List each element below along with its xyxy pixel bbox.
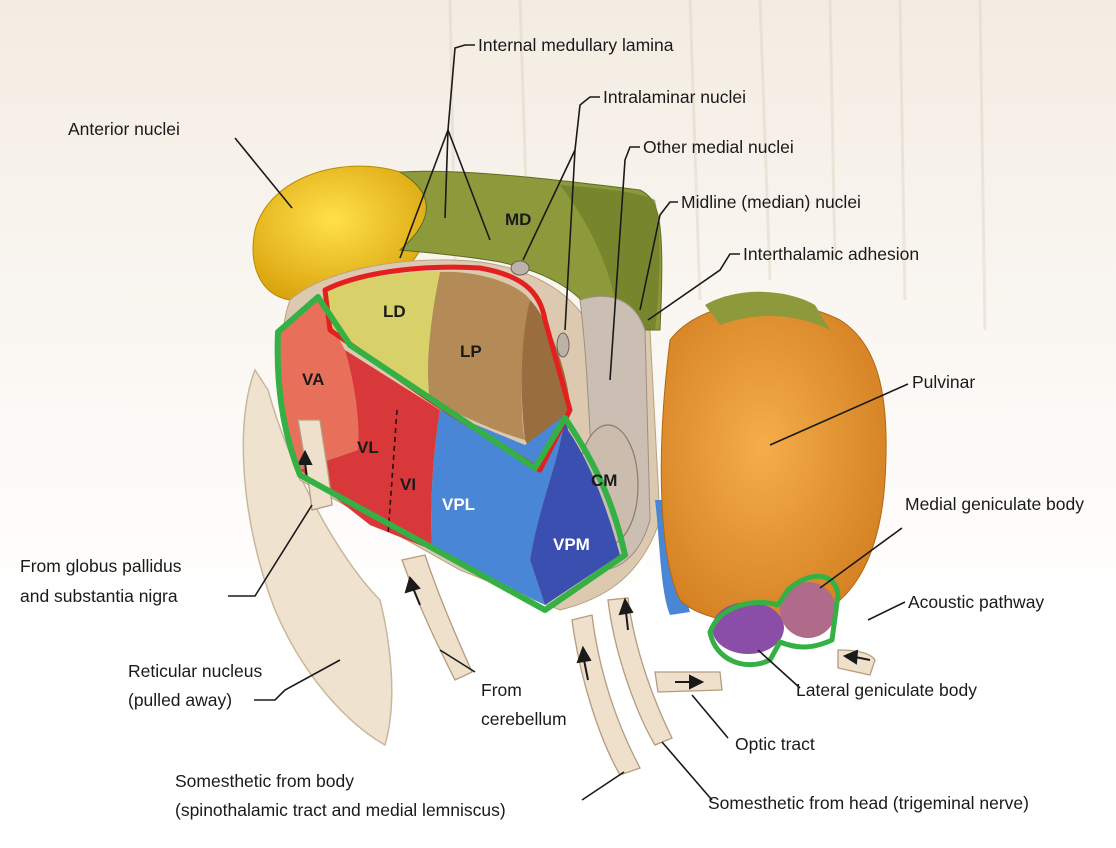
label-somesthetic-head: Somesthetic from head (trigeminal nerve) bbox=[708, 793, 1029, 813]
label-intralaminar-nuclei: Intralaminar nuclei bbox=[603, 87, 746, 107]
label-other-medial-nuclei: Other medial nuclei bbox=[643, 137, 794, 157]
label-somesthetic-body-line1: Somesthetic from body bbox=[175, 771, 354, 791]
label-reticular-line1: Reticular nucleus bbox=[128, 661, 262, 681]
label-globus-line2: and substantia nigra bbox=[20, 586, 178, 606]
label-lateral-geniculate-body: Lateral geniculate body bbox=[796, 680, 977, 700]
label-optic-tract: Optic tract bbox=[735, 734, 815, 754]
label-ld: LD bbox=[383, 302, 406, 321]
label-vi: VI bbox=[400, 475, 416, 494]
pulvinar-shape bbox=[661, 303, 886, 624]
label-vpm: VPM bbox=[553, 535, 590, 554]
label-cerebellum-line1: From bbox=[481, 680, 522, 700]
label-vl: VL bbox=[357, 438, 379, 457]
label-acoustic-pathway: Acoustic pathway bbox=[908, 592, 1044, 612]
label-interthalamic-adhesion: Interthalamic adhesion bbox=[743, 244, 919, 264]
label-reticular-line2: (pulled away) bbox=[128, 690, 232, 710]
label-cerebellum-line2: cerebellum bbox=[481, 709, 567, 729]
intralaminar-dot-2 bbox=[557, 333, 569, 357]
label-vpl: VPL bbox=[442, 495, 475, 514]
label-pulvinar: Pulvinar bbox=[912, 372, 975, 392]
label-md: MD bbox=[505, 210, 531, 229]
label-lp: LP bbox=[460, 342, 482, 361]
label-internal-medullary-lamina: Internal medullary lamina bbox=[478, 35, 674, 55]
label-anterior-nuclei: Anterior nuclei bbox=[68, 119, 180, 139]
label-globus-line1: From globus pallidus bbox=[20, 556, 182, 576]
label-va: VA bbox=[302, 370, 324, 389]
label-medial-geniculate-body: Medial geniculate body bbox=[905, 494, 1084, 514]
label-midline-nuclei: Midline (median) nuclei bbox=[681, 192, 861, 212]
label-cm: CM bbox=[591, 471, 617, 490]
label-somesthetic-body-line2: (spinothalamic tract and medial lemniscu… bbox=[175, 800, 506, 820]
lateral-geniculate-shape bbox=[712, 602, 784, 654]
intralaminar-dot-1 bbox=[511, 261, 529, 275]
